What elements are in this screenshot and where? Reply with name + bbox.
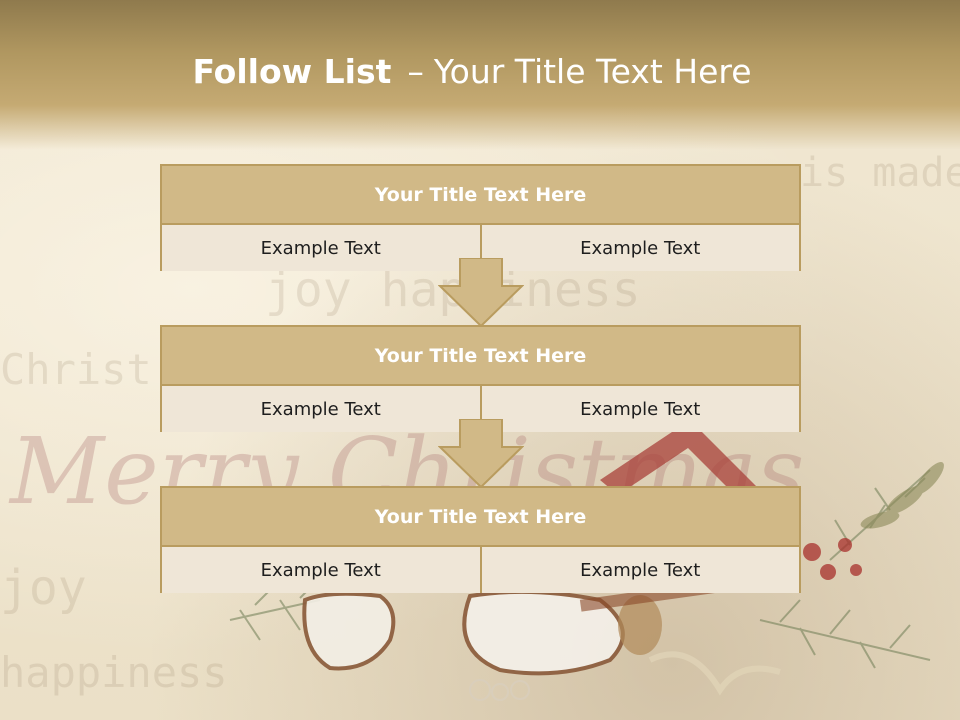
step-cell-left: Example Text — [162, 547, 480, 593]
step-title: Your Title Text Here — [162, 166, 799, 225]
step-box-3: Your Title Text Here Example Text Exampl… — [160, 486, 801, 593]
step-cell-right: Example Text — [479, 547, 799, 593]
step-box-2: Your Title Text Here Example Text Exampl… — [160, 325, 801, 432]
background-text-decoration: Christ — [0, 345, 152, 394]
step-row: Example Text Example Text — [162, 225, 799, 271]
step-title: Your Title Text Here — [162, 327, 799, 386]
step-cell-left: Example Text — [162, 225, 480, 271]
header-band — [0, 0, 960, 150]
background-text-decoration: happiness — [0, 648, 228, 697]
step-row: Example Text Example Text — [162, 547, 799, 593]
step-title: Your Title Text Here — [162, 488, 799, 547]
step-row: Example Text Example Text — [162, 386, 799, 432]
step-box-1: Your Title Text Here Example Text Exampl… — [160, 164, 801, 271]
step-cell-right: Example Text — [479, 386, 799, 432]
step-cell-left: Example Text — [162, 386, 480, 432]
background-text-decoration: joy — [0, 560, 87, 616]
step-cell-right: Example Text — [479, 225, 799, 271]
title-bold-part: Follow List — [192, 52, 392, 91]
slide-title: Follow List–Your Title Text Here — [0, 52, 944, 91]
down-arrow-icon — [438, 419, 524, 489]
down-arrow-icon — [438, 258, 524, 328]
title-separator: – — [407, 52, 424, 91]
title-rest: Your Title Text Here — [433, 52, 752, 91]
background-text-decoration: is made — [800, 150, 960, 196]
